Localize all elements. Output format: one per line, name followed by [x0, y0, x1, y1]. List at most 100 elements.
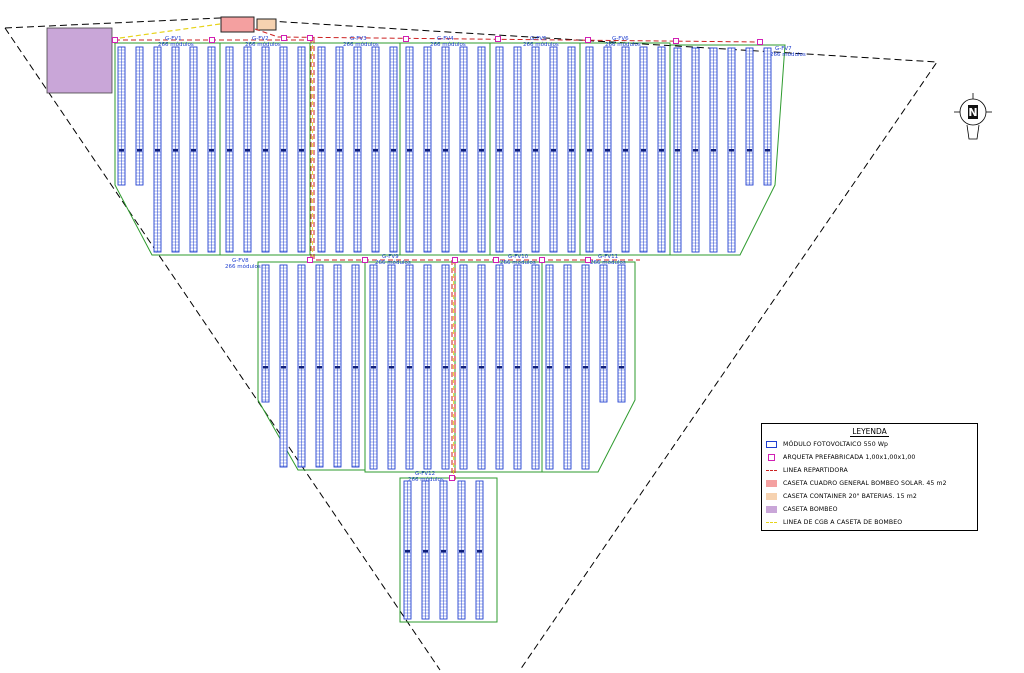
- pv-module-row: [545, 264, 554, 470]
- junction-box: [403, 36, 409, 42]
- pv-module-row: [513, 264, 522, 470]
- pv-module-row: [581, 264, 590, 470]
- pv-module-row: [563, 264, 572, 470]
- pv-module-row: [423, 264, 432, 470]
- pv-module-row: [459, 46, 468, 253]
- pv-module-row: [439, 480, 448, 620]
- legend-label: LINEA DE CGB A CASETA DE BOMBEO: [783, 518, 903, 526]
- pv-modules: [117, 46, 772, 620]
- legend-label: LINEA REPARTIDORA: [783, 466, 848, 474]
- pv-module-row: [423, 46, 432, 253]
- pv-module-row: [279, 46, 288, 253]
- pv-module-row: [315, 264, 324, 468]
- pv-module-row: [617, 264, 626, 403]
- pv-module-row: [657, 46, 666, 253]
- pv-module-row: [317, 46, 326, 253]
- legend-item-junction-box: ARQUETA PREFABRICADA 1,00x1,00x1,00: [766, 452, 915, 462]
- pv-module-row: [389, 46, 398, 253]
- pv-module-row: [405, 46, 414, 253]
- pv-module-row: [495, 264, 504, 470]
- legend-label: CASETA BOMBEO: [783, 505, 838, 513]
- legend-item-battery-container: CASETA CONTAINER 20" BATERIAS. 15 m2: [766, 491, 917, 501]
- pv-module-row: [691, 47, 700, 253]
- pv-module-row: [457, 480, 466, 620]
- junction-box: [493, 257, 499, 263]
- pv-module-row: [297, 264, 306, 468]
- junction-box: [585, 257, 591, 263]
- junction-box: [495, 36, 501, 42]
- junction-box: [362, 257, 368, 263]
- pv-module-row: [243, 46, 252, 253]
- north-compass-icon: N: [954, 93, 992, 140]
- pv-module-row: [513, 46, 522, 253]
- legend-label: CASETA CUADRO GENERAL BOMBEO SOLAR. 45 m…: [783, 479, 947, 487]
- block-outlines: [114, 42, 786, 623]
- pv-module-row: [603, 46, 612, 253]
- pv-module-row: [117, 46, 126, 186]
- pv-module-row: [745, 47, 754, 186]
- legend-item-module: MÓDULO FOTOVOLTAICO 550 Wp: [766, 439, 888, 449]
- pv-module-row: [727, 47, 736, 253]
- pv-module-row: [297, 46, 306, 253]
- cgb-line-overlay: [312, 38, 454, 480]
- pv-module-row: [335, 46, 344, 253]
- pv-module-row: [709, 47, 718, 253]
- junction-box: [112, 37, 118, 43]
- pv-module-row: [333, 264, 342, 468]
- pv-module-row: [387, 264, 396, 470]
- pv-module-row: [639, 46, 648, 253]
- pv-module-row: [531, 264, 540, 470]
- pv-module-row: [153, 46, 162, 253]
- pv-module-row: [495, 46, 504, 253]
- site-boundary-west: [4, 27, 441, 671]
- junction-box: [452, 257, 458, 263]
- pv-module-row: [405, 264, 414, 470]
- junction-box: [757, 39, 763, 45]
- pv-module-row: [403, 480, 412, 620]
- pv-module-row: [279, 264, 288, 468]
- junction-box: [307, 35, 313, 41]
- pv-module-row: [353, 46, 362, 253]
- red-dashed-line-icon: [766, 469, 777, 471]
- pump-hut: [46, 27, 113, 94]
- pv-module-row: [599, 264, 608, 403]
- legend-item-distribution-line: LINEA REPARTIDORA: [766, 465, 848, 475]
- pv-module-row: [371, 46, 380, 253]
- pv-module-row: [261, 264, 270, 403]
- pv-module-row: [531, 46, 540, 253]
- legend-item-cgb-line: LINEA DE CGB A CASETA DE BOMBEO: [766, 517, 902, 527]
- pv-module-row: [207, 46, 216, 253]
- junction-box: [281, 35, 287, 41]
- purple-fill-swatch-icon: [766, 505, 777, 513]
- pv-module-row: [585, 46, 594, 253]
- pv-module-row: [475, 480, 484, 620]
- pv-module-row: [261, 46, 270, 253]
- pv-module-row: [763, 47, 772, 186]
- legend-label: CASETA CONTAINER 20" BATERIAS. 15 m2: [783, 492, 917, 500]
- legend: LEYENDA MÓDULO FOTOVOLTAICO 550 Wp ARQUE…: [761, 423, 978, 531]
- pv-module-row: [549, 46, 558, 253]
- junction-box-symbol-icon: [768, 453, 775, 461]
- pv-module-row: [567, 46, 576, 253]
- junction-box: [449, 475, 455, 481]
- pv-module-row: [421, 480, 430, 620]
- pv-module-row: [673, 47, 682, 253]
- pv-module-row: [135, 46, 144, 186]
- junction-box: [673, 38, 679, 44]
- legend-item-cgb-hut: CASETA CUADRO GENERAL BOMBEO SOLAR. 45 m…: [766, 478, 947, 488]
- legend-label: MÓDULO FOTOVOLTAICO 550 Wp: [783, 440, 889, 448]
- pv-module-row: [459, 264, 468, 470]
- pv-module-row: [171, 46, 180, 253]
- pv-module-row: [621, 46, 630, 253]
